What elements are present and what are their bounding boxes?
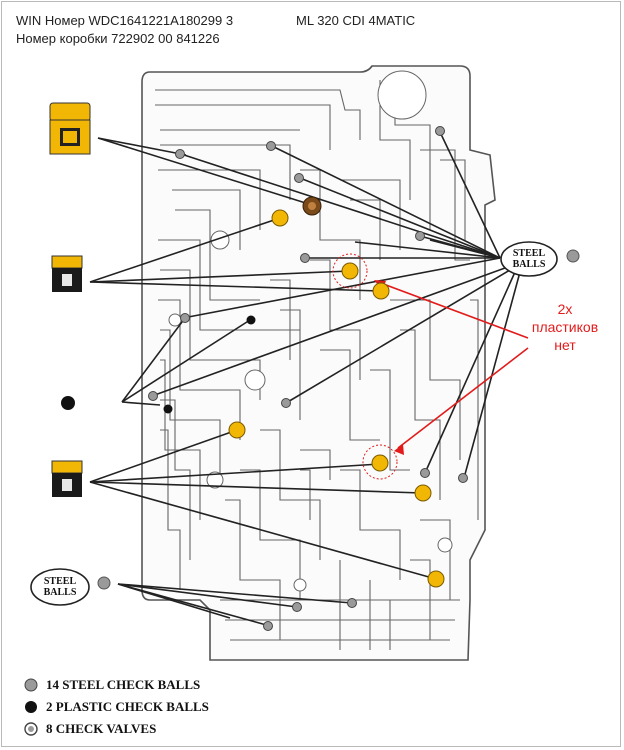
leader-lines [89,131,521,627]
legend-steel-ball-icon [24,678,38,692]
annotation-arrow-upper [377,281,529,339]
red-annotation [332,253,529,480]
steel-balls-callout-top [500,241,558,277]
highlight-circle-lower [362,444,398,480]
legend-plastic-text: 2 PLASTIC CHECK BALLS [46,699,209,714]
legend-valves: 8 CHECK VALVES [26,721,156,737]
check-valve-small-icon [51,255,83,292]
legend-check-valve-core [28,726,34,732]
annotation-arrow-lower [397,347,529,449]
legend-valves-text: 8 CHECK VALVES [46,721,157,736]
legend-steel: 14 STEEL CHECK BALLS [26,677,200,693]
vin-number: WIN Номер WDC1641221A180299 3 [16,13,234,28]
valve-body-holes [168,70,453,592]
annotation-word1: пластиков [531,319,599,335]
gearbox-number: Номер коробки 722902 00 841226 [16,31,220,46]
steel-balls-label-top: STEEL BALLS [512,248,546,270]
steel-ball-icon-bottom [97,576,111,590]
steel-balls-label-bottom: STEEL BALLS [43,576,77,598]
check-valve-small-icon-lower [51,460,83,497]
annotation-note: 2x пластиков нет [510,300,620,354]
plastic-balls [163,315,256,414]
legend-plastic: 2 PLASTIC CHECK BALLS [26,699,209,715]
plastic-ball-icon [61,396,75,410]
check-valves [228,209,445,588]
steel-balls [148,126,468,631]
valve-body-plate [141,65,496,661]
model-name: ML 320 CDI 4MATIC [296,13,416,28]
annotation-count: 2x [557,301,573,317]
brown-valve-center [308,202,316,210]
annotation-word2: нет [554,337,576,353]
legend-plastic-ball-icon [25,701,37,713]
steel-ball-icon [566,249,580,263]
check-valve-large-icon [49,102,91,155]
highlight-circle-upper [332,253,368,289]
steel-balls-callout-bottom [30,568,90,606]
legend-steel-text: 14 STEEL CHECK BALLS [46,677,201,692]
